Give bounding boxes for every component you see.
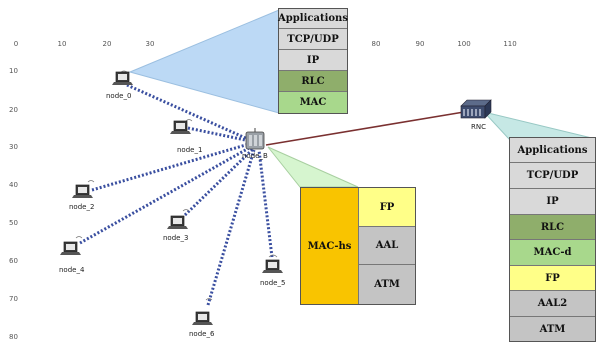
laptop-icon bbox=[72, 180, 95, 198]
wireless-link-node-4 bbox=[79, 146, 250, 245]
rnc-layer-mac-d: MAC-d bbox=[510, 240, 595, 266]
laptop-icon bbox=[170, 119, 193, 134]
nodeb-layer-fp: FP bbox=[359, 188, 415, 227]
node-label-node-b: node_B bbox=[242, 152, 268, 160]
x-axis-tick: 20 bbox=[102, 40, 112, 48]
y-axis-tick: 10 bbox=[9, 67, 18, 75]
node-label-rnc: RNC bbox=[471, 123, 486, 131]
wired-link-nodeb-rnc bbox=[265, 109, 477, 146]
rnc-stack-beam bbox=[482, 111, 597, 140]
x-axis-tick: 30 bbox=[145, 40, 155, 48]
node-label-node-1: node_1 bbox=[177, 146, 203, 154]
nodeb-layer-mac-hs: MAC-hs bbox=[301, 188, 359, 304]
wireless-link-node-2 bbox=[91, 142, 250, 192]
ue-layer-tcp-udp: TCP/UDP bbox=[279, 29, 347, 50]
rnc-protocol-stack: Applications TCP/UDP IP RLC MAC-d FP AAL… bbox=[509, 137, 596, 342]
x-axis-tick: 80 bbox=[371, 40, 381, 48]
ue-layer-ip: IP bbox=[279, 50, 347, 71]
node-label-node-5: node_5 bbox=[260, 279, 286, 287]
rnc-layer-atm: ATM bbox=[510, 317, 595, 341]
laptop-icon bbox=[262, 254, 283, 273]
rnc-layer-fp: FP bbox=[510, 266, 595, 291]
y-axis-tick: 50 bbox=[9, 219, 18, 227]
rnc-layer-rlc: RLC bbox=[510, 215, 595, 240]
base-station-icon bbox=[245, 128, 265, 150]
ue-layer-mac: MAC bbox=[279, 92, 347, 113]
y-axis-tick: 80 bbox=[9, 333, 18, 341]
y-axis-tick: 40 bbox=[9, 181, 18, 189]
laptop-icon bbox=[60, 236, 83, 255]
x-axis-tick: 0 bbox=[13, 40, 19, 48]
node-label-node-2: node_2 bbox=[69, 203, 95, 211]
wireless-link-node-1 bbox=[187, 126, 251, 143]
rnc-layer-applications: Applications bbox=[510, 138, 595, 163]
wireless-link-node-0 bbox=[126, 83, 251, 142]
wireless-links bbox=[79, 83, 274, 306]
wireless-link-node-6 bbox=[206, 149, 256, 306]
rnc-layer-ip: IP bbox=[510, 189, 595, 215]
nodeb-protocol-stack: MAC-hs FP AAL ATM bbox=[300, 187, 416, 305]
ue-layer-rlc: RLC bbox=[279, 71, 347, 92]
nodeb-layer-aal: AAL bbox=[359, 227, 415, 265]
y-axis-tick: 30 bbox=[9, 143, 18, 151]
ue-layer-applications: Applications bbox=[278, 9, 348, 29]
y-axis-tick: 20 bbox=[9, 106, 18, 114]
rnc-server-icon bbox=[460, 99, 492, 119]
nodeb-stack-beam bbox=[267, 146, 359, 188]
x-axis-tick: 110 bbox=[503, 40, 517, 48]
wireless-link-node-5 bbox=[257, 149, 274, 258]
x-axis-tick: 90 bbox=[415, 40, 425, 48]
laptop-icon bbox=[192, 298, 213, 325]
node-label-node-0: node_0 bbox=[106, 92, 132, 100]
laptop-icon bbox=[112, 70, 133, 85]
laptop-icon bbox=[167, 209, 190, 229]
ue-protocol-stack: Applications TCP/UDP IP RLC MAC bbox=[278, 8, 348, 114]
node-label-node-6: node_6 bbox=[189, 330, 215, 338]
y-axis-tick: 60 bbox=[9, 257, 18, 265]
wireless-link-node-3 bbox=[183, 146, 256, 217]
node-label-node-4: node_4 bbox=[59, 266, 85, 274]
node-label-node-3: node_3 bbox=[163, 234, 189, 242]
nodeb-layer-atm: ATM bbox=[359, 265, 415, 304]
x-axis-tick: 10 bbox=[57, 40, 67, 48]
y-axis-tick: 70 bbox=[9, 295, 18, 303]
rnc-layer-aal2: AAL2 bbox=[510, 291, 595, 317]
x-axis-tick: 100 bbox=[457, 40, 471, 48]
rnc-layer-tcp-udp: TCP/UDP bbox=[510, 163, 595, 189]
